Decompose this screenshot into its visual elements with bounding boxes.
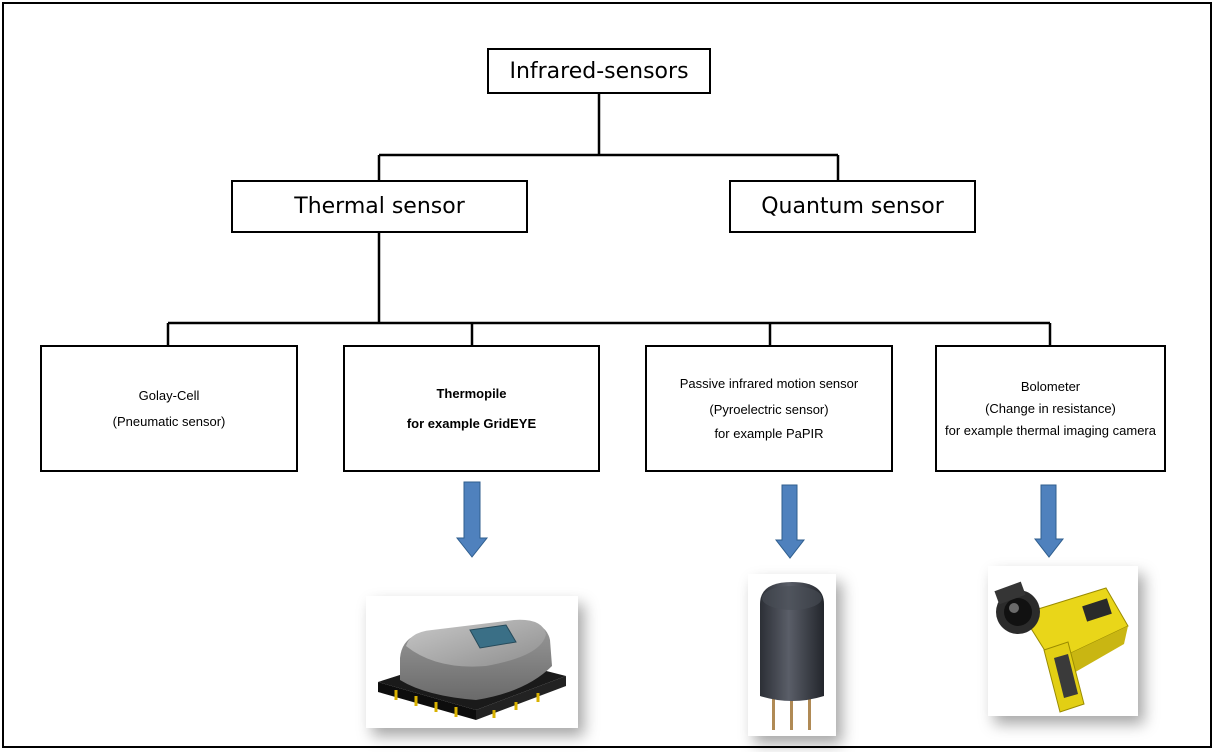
- golay-cell-node: Golay-Cell (Pneumatic sensor): [40, 345, 298, 472]
- golay-title: Golay-Cell: [138, 387, 200, 403]
- quantum-sensor-node: Quantum sensor: [729, 180, 976, 233]
- golay-subtitle: (Pneumatic sensor): [112, 413, 226, 429]
- quantum-sensor-label: Quantum sensor: [761, 194, 944, 219]
- down-arrow-icon: [774, 484, 806, 559]
- thermopile-title: Thermopile: [436, 385, 507, 401]
- pir-example: for example PaPIR: [714, 425, 824, 441]
- bolometer-subtitle: (Change in resistance): [985, 400, 1116, 416]
- thermopile-node: Thermopile for example GridEYE: [343, 345, 600, 472]
- root-node: Infrared-sensors: [487, 48, 711, 94]
- thermopile-example: for example GridEYE: [406, 415, 537, 431]
- thermopile-sensor-image: [366, 596, 578, 728]
- bolometer-example: for example thermal imaging camera: [945, 422, 1156, 438]
- down-arrow-icon: [455, 481, 489, 558]
- thermal-sensor-node: Thermal sensor: [231, 180, 528, 233]
- pir-sensor-node: Passive infrared motion sensor (Pyroelec…: [645, 345, 893, 472]
- bolometer-title: Bolometer: [1020, 378, 1081, 394]
- thermal-camera-image: [988, 566, 1138, 716]
- pir-sensor-image: [748, 574, 836, 736]
- root-label: Infrared-sensors: [509, 58, 689, 84]
- pir-title: Passive infrared motion sensor: [679, 375, 859, 391]
- pir-subtitle: (Pyroelectric sensor): [709, 401, 829, 417]
- thermal-sensor-label: Thermal sensor: [294, 194, 465, 219]
- bolometer-node: Bolometer (Change in resistance) for exa…: [935, 345, 1166, 472]
- down-arrow-icon: [1033, 484, 1065, 558]
